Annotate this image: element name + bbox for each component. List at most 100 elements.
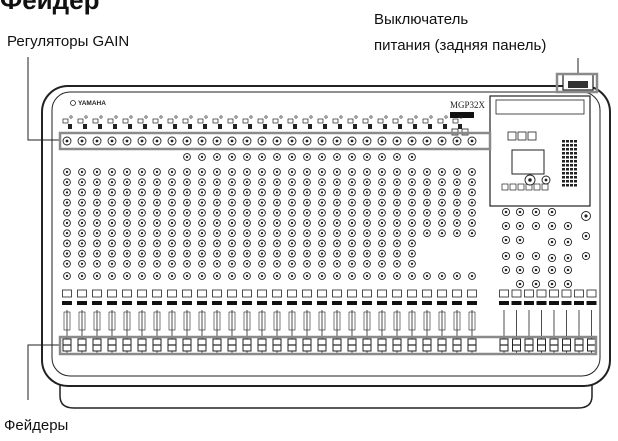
meter-led bbox=[570, 140, 573, 143]
knob-cap bbox=[125, 181, 129, 184]
input-jack bbox=[182, 118, 189, 124]
meter bbox=[438, 311, 446, 331]
knob-cap bbox=[544, 178, 548, 182]
knob-cap bbox=[110, 201, 114, 204]
knob-cap bbox=[350, 201, 354, 204]
channel-strip bbox=[227, 115, 238, 355]
brand-emblem bbox=[70, 100, 76, 106]
knob-cap bbox=[140, 274, 144, 278]
knob-cap bbox=[200, 221, 204, 225]
input-jack bbox=[152, 118, 159, 124]
cue-strip bbox=[392, 301, 402, 305]
fx-button bbox=[527, 131, 537, 141]
knob-cap bbox=[290, 232, 294, 235]
cue-strip bbox=[407, 301, 417, 305]
knob-cap bbox=[140, 139, 144, 143]
input-jack bbox=[332, 118, 339, 124]
power-highlight-box bbox=[555, 72, 599, 94]
meter bbox=[63, 311, 71, 331]
knob-cap bbox=[350, 232, 354, 235]
knob-cap bbox=[95, 274, 99, 278]
meter bbox=[168, 311, 176, 331]
knob-cap bbox=[65, 242, 69, 245]
cue-strip bbox=[362, 301, 372, 305]
input-jack bbox=[317, 118, 324, 124]
knob-cap bbox=[65, 181, 69, 184]
meter-led bbox=[562, 160, 565, 163]
bus-strip bbox=[574, 301, 584, 305]
input-jack bbox=[62, 118, 69, 124]
knob-cap bbox=[65, 170, 69, 174]
meter-led bbox=[574, 160, 577, 163]
knob-cap bbox=[365, 181, 369, 184]
led bbox=[129, 115, 133, 119]
knob-cap bbox=[335, 201, 339, 204]
jack-tab bbox=[68, 124, 72, 129]
knob-cap bbox=[504, 268, 508, 272]
knob-cap bbox=[275, 191, 279, 194]
knob-cap bbox=[140, 242, 144, 245]
knob-cap bbox=[65, 262, 69, 265]
knob-cap bbox=[380, 139, 384, 143]
meter bbox=[93, 311, 101, 331]
knob-cap bbox=[365, 274, 369, 278]
knob-cap bbox=[320, 170, 324, 174]
knob-cap bbox=[305, 221, 309, 225]
usb-panel bbox=[495, 99, 585, 115]
knob-cap bbox=[290, 221, 294, 225]
knob-cap bbox=[518, 254, 522, 258]
knob-cap bbox=[320, 262, 324, 265]
knob-cap bbox=[65, 252, 69, 255]
knob-cap bbox=[230, 242, 234, 245]
knob-cap bbox=[215, 181, 219, 184]
meter bbox=[183, 311, 191, 331]
knob-cap bbox=[140, 170, 144, 174]
knob-cap bbox=[365, 252, 369, 255]
knob-cap bbox=[155, 170, 159, 174]
knob-cap bbox=[80, 221, 84, 225]
meter-led bbox=[574, 156, 577, 159]
knob-cap bbox=[440, 274, 444, 278]
knob-cap bbox=[65, 274, 69, 278]
jack-tab bbox=[383, 124, 387, 129]
knob-cap bbox=[80, 252, 84, 255]
meter-led bbox=[562, 168, 565, 171]
channel-strip bbox=[257, 115, 268, 355]
meter bbox=[423, 311, 431, 331]
knob-cap bbox=[290, 242, 294, 245]
knob-cap bbox=[395, 181, 399, 184]
knob-cap bbox=[245, 274, 249, 278]
knob-cap bbox=[260, 262, 264, 265]
knob-cap bbox=[518, 282, 522, 286]
knob-cap bbox=[425, 170, 429, 174]
knob-cap bbox=[155, 211, 159, 214]
meter-led bbox=[570, 148, 573, 151]
knob-cap bbox=[410, 221, 414, 225]
knob-cap bbox=[80, 170, 84, 174]
on-button bbox=[317, 289, 327, 298]
knob-cap bbox=[155, 221, 159, 225]
knob-cap bbox=[335, 191, 339, 194]
knob-cap bbox=[380, 181, 384, 184]
meter-led bbox=[562, 156, 565, 159]
jack-tab bbox=[368, 124, 372, 129]
channel-strip bbox=[392, 115, 403, 355]
cue-strip bbox=[272, 301, 282, 305]
knob-cap bbox=[95, 201, 99, 204]
jack-tab bbox=[158, 124, 162, 129]
knob-cap bbox=[455, 211, 459, 214]
channel-strip bbox=[77, 115, 88, 355]
knob-cap bbox=[305, 139, 309, 143]
knob-cap bbox=[80, 242, 84, 245]
meter-led bbox=[574, 168, 577, 171]
knob-cap bbox=[80, 181, 84, 184]
meter-led bbox=[574, 148, 577, 151]
jack-tab bbox=[173, 124, 177, 129]
knob-cap bbox=[230, 252, 234, 255]
knob-cap bbox=[185, 252, 189, 255]
led bbox=[339, 115, 343, 119]
knob-cap bbox=[215, 252, 219, 255]
knob-cap bbox=[350, 181, 354, 184]
knob-cap bbox=[170, 221, 174, 225]
